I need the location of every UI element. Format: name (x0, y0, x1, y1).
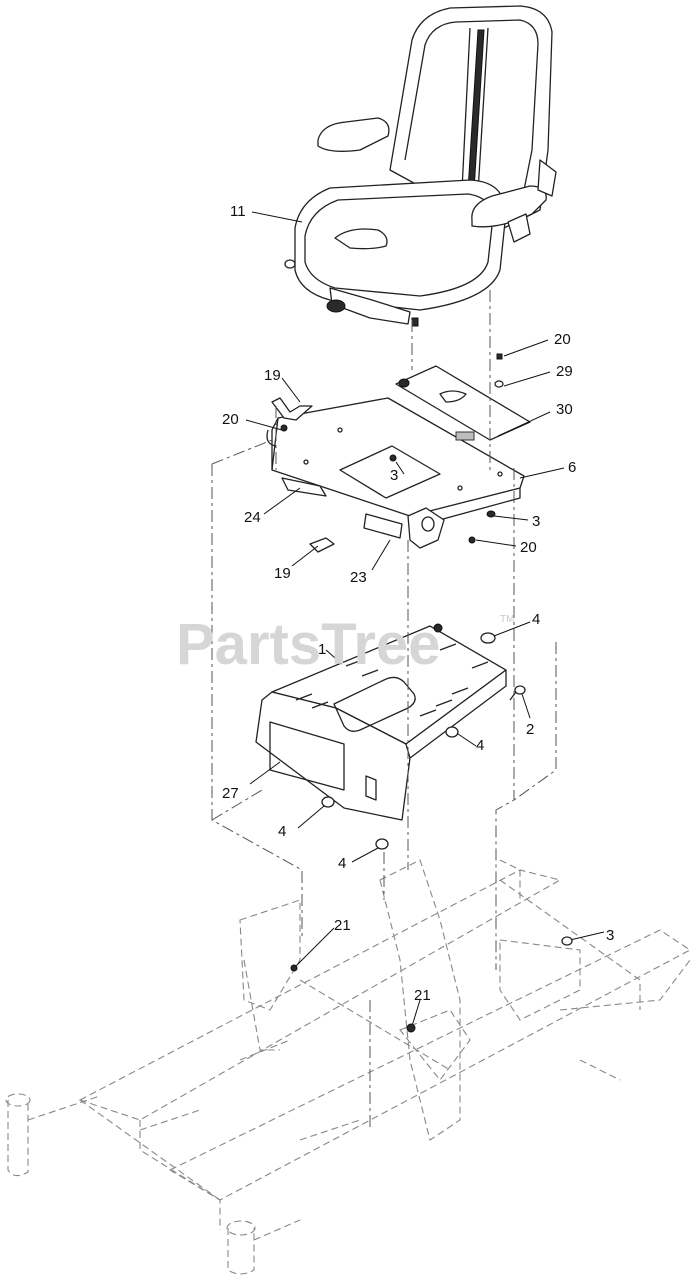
callout-4: 4 (532, 611, 540, 628)
callout-3: 3 (606, 927, 614, 944)
callout-labels: 11 20 29 19 20 30 3 6 24 3 19 23 20 4 1 … (222, 203, 614, 1004)
callout-20: 20 (554, 331, 571, 348)
callout-20: 20 (222, 411, 239, 428)
seat-assembly (284, 5, 557, 327)
callout-23: 23 (350, 569, 367, 586)
callout-6: 6 (568, 459, 576, 476)
seat-support-plate (255, 623, 526, 850)
callout-24: 24 (244, 509, 261, 526)
frame-fasteners (290, 936, 573, 1033)
assembly-centerlines (211, 290, 557, 1130)
callout-2: 2 (526, 721, 534, 738)
callout-11: 11 (230, 203, 246, 220)
callout-21: 21 (414, 987, 431, 1004)
callout-19: 19 (274, 565, 291, 582)
watermark-trademark: TM (500, 614, 514, 625)
callout-4: 4 (278, 823, 286, 840)
watermark: PartsTree (176, 612, 440, 677)
callout-3: 3 (532, 513, 540, 530)
callout-27: 27 (222, 785, 239, 802)
callout-4: 4 (476, 737, 484, 754)
callout-29: 29 (556, 363, 573, 380)
callout-19: 19 (264, 367, 281, 384)
seat-mount-plate (266, 365, 531, 553)
callout-3: 3 (390, 467, 398, 484)
callout-21: 21 (334, 917, 351, 934)
mower-frame-phantom (5, 859, 692, 1275)
callout-4: 4 (338, 855, 346, 872)
callout-1: 1 (318, 641, 326, 658)
callout-20: 20 (520, 539, 537, 556)
leader-lines (245, 211, 605, 1027)
callout-30: 30 (556, 401, 573, 418)
fasteners (280, 353, 504, 544)
